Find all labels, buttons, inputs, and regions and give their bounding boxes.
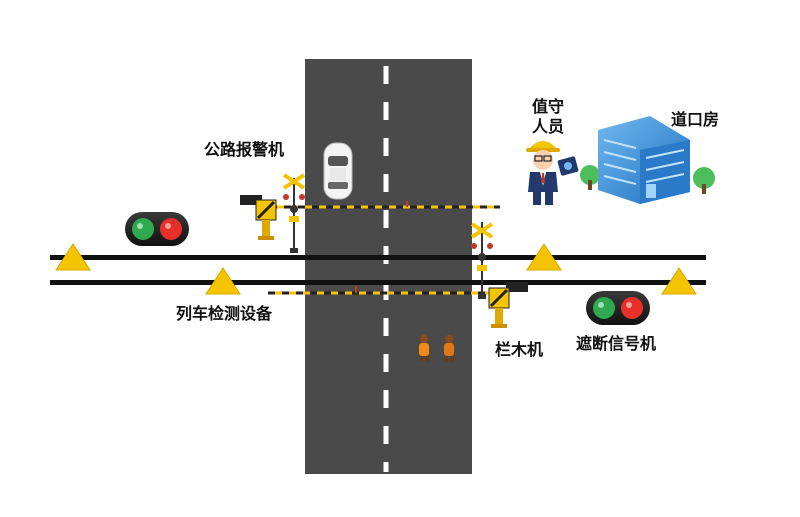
barrier-machine-icon	[240, 195, 277, 240]
train-detection-triangle-icon	[55, 243, 697, 295]
rail-lower	[50, 280, 706, 285]
road-alarm-label: 公路报警机	[204, 140, 285, 159]
block-signal-icon	[586, 291, 650, 325]
rail-upper	[50, 255, 706, 260]
block-signal-icon	[125, 212, 189, 246]
barrier-machine-icon	[488, 282, 528, 328]
barrier-boom-upper	[270, 201, 500, 209]
guard-label-line2: 人员	[531, 117, 564, 136]
block-signal-label: 遮断信号机	[576, 334, 657, 353]
road-alarm-icon	[282, 173, 306, 253]
crossing-house-building-icon	[580, 116, 715, 204]
barrier-boom-lower	[268, 286, 500, 295]
guard-label: 值守 人员	[528, 97, 568, 137]
guard-label-line1: 值守	[531, 97, 564, 116]
crossing-house-label: 道口房	[671, 110, 720, 129]
pedestrian-icon	[444, 335, 454, 361]
train-detection-label: 列车检测设备	[176, 304, 273, 323]
road-alarm-icon	[470, 222, 494, 299]
road	[305, 59, 472, 474]
guard-person-icon	[526, 141, 579, 205]
car-icon	[323, 142, 353, 200]
barrier-machine-label: 栏木机	[495, 340, 544, 359]
pedestrian-icon	[419, 335, 429, 361]
